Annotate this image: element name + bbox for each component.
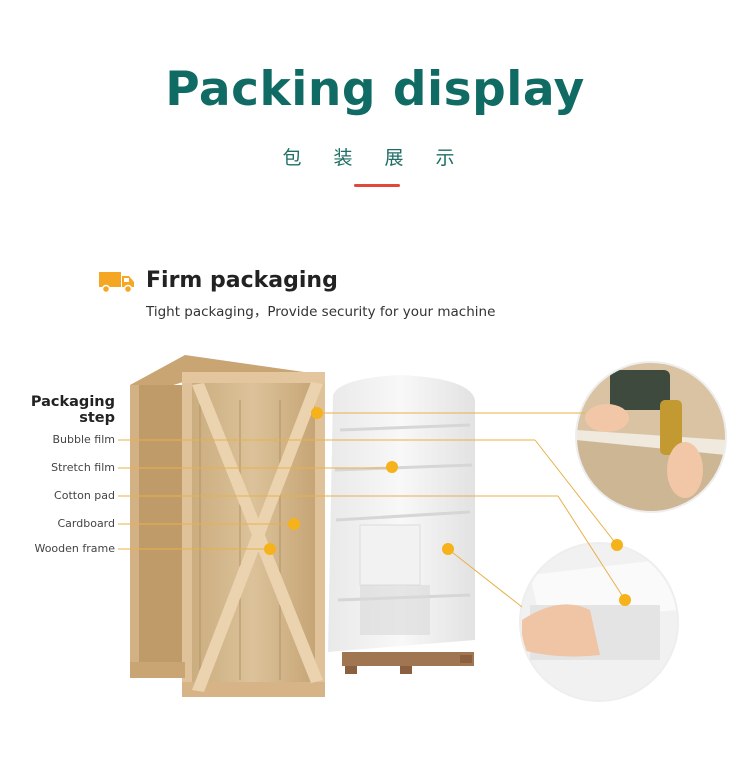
wooden-crate: [130, 355, 325, 697]
step-title-line1: Packaging: [30, 394, 115, 410]
marker-stretch-film: [386, 461, 398, 473]
marker-wooden-frame: [264, 543, 276, 555]
step-label-bubble-film: Bubble film: [52, 433, 115, 446]
step-label-wooden-frame: Wooden frame: [34, 542, 115, 555]
step-label-cardboard: Cardboard: [57, 517, 116, 530]
leader-lines: [118, 412, 626, 608]
stapling-photo: [575, 361, 727, 513]
markers: [264, 407, 631, 606]
marker-cardboard: [288, 518, 300, 530]
marker-cotton-pad: [619, 594, 631, 606]
bubble-film-photo: [519, 542, 679, 702]
step-label-stretch-film: Stretch film: [51, 461, 115, 474]
step-label-cotton-pad: Cotton pad: [54, 489, 115, 502]
step-title-line2: step: [79, 410, 115, 426]
title-underline: [354, 184, 400, 187]
marker-machine: [442, 543, 454, 555]
packaging-step-title: Packaging step: [20, 394, 115, 426]
page-subtitle: 包 装 展 示: [282, 147, 468, 169]
truck-icon: [99, 272, 134, 294]
section-subtitle: Tight packaging，Provide security for you…: [146, 304, 496, 320]
section-title: Firm packaging: [146, 268, 338, 293]
marker-bubble-film: [611, 539, 623, 551]
marker-crate-top: [311, 407, 323, 419]
wrapped-machine: [328, 375, 475, 674]
page-title: Packing display: [165, 62, 585, 117]
